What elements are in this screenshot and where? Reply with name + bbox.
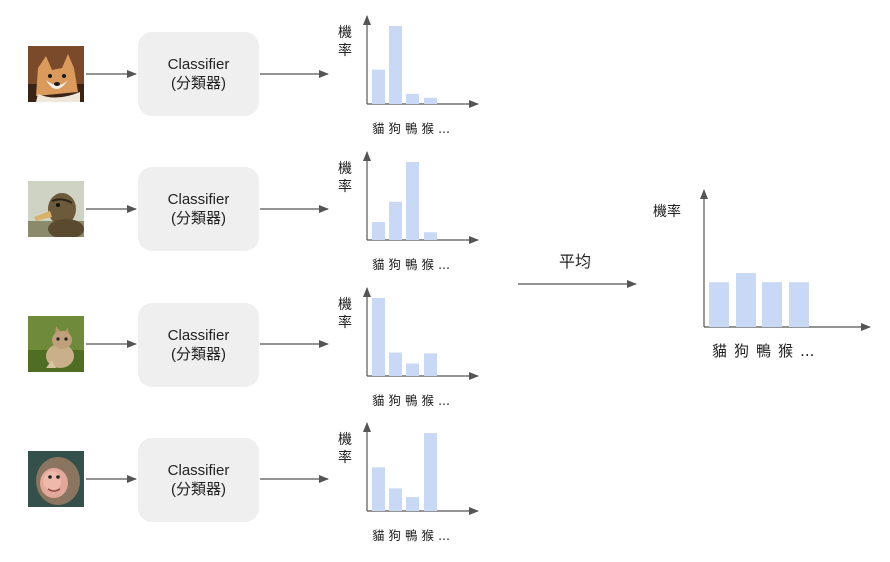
bar-狗 [389, 488, 402, 511]
cat-photo [28, 316, 84, 372]
classifier-title: Classifier [167, 462, 230, 479]
bar-鴨 [406, 363, 419, 376]
classifier-subtitle: (分類器) [171, 75, 226, 92]
chart-y-label: 機率 [338, 25, 352, 59]
classifier-subtitle: (分類器) [171, 346, 226, 363]
bar-狗 [389, 352, 402, 376]
chart-x-tick-labels: 貓狗鴨猴... [372, 525, 450, 544]
x-tick-label: 鴨 [405, 121, 418, 136]
classifier-box: Classifier (分類器) [138, 438, 259, 522]
bar-鴨 [406, 496, 419, 511]
classifier-box: Classifier (分類器) [138, 167, 259, 251]
classifier-title: Classifier [167, 327, 230, 344]
chart-y-label: 機率 [338, 161, 352, 195]
bar-狗 [389, 26, 402, 104]
classifier-subtitle: (分類器) [171, 481, 226, 498]
x-tick-label: 貓 [372, 393, 385, 408]
average-chart-y-label: 機率 [653, 204, 681, 220]
monkey-photo [28, 451, 84, 507]
x-tick-label: 狗 [388, 393, 402, 408]
chart-x-tick-labels: 貓狗鴨猴... [372, 390, 450, 409]
bar-貓 [372, 222, 385, 240]
bar-猴 [424, 433, 437, 511]
x-tick-label: 狗 [734, 342, 750, 360]
corgi-dog-photo [28, 46, 84, 102]
classifier-box: Classifier (分類器) [138, 303, 259, 387]
x-tick-more: ... [438, 393, 450, 408]
classifier-subtitle: (分類器) [171, 210, 226, 227]
bar-鴨 [406, 93, 419, 104]
x-tick-label: 貓 [712, 342, 728, 360]
bar-貓 [372, 69, 385, 104]
x-tick-label: 猴 [421, 528, 435, 543]
x-tick-label: 狗 [388, 257, 402, 272]
x-tick-label: 貓 [372, 121, 385, 136]
classifier-title: Classifier [167, 191, 230, 208]
average-label: 平均 [559, 252, 592, 271]
chart-y-label: 機率 [338, 297, 352, 331]
average-bar-狗 [736, 273, 756, 327]
x-tick-label: 猴 [778, 342, 794, 360]
x-tick-more: ... [438, 528, 450, 543]
x-tick-more: ... [800, 342, 815, 360]
average-bar-鴨 [762, 282, 782, 327]
chart-x-tick-labels: 貓狗鴨猴... [372, 118, 450, 137]
average-bar-猴 [789, 282, 809, 327]
chart-y-label: 機率 [338, 432, 352, 466]
bar-狗 [389, 201, 402, 240]
x-tick-label: 貓 [372, 257, 385, 272]
bar-猴 [424, 97, 437, 104]
average-chart-x-tick-labels: 貓狗鴨猴... [712, 340, 814, 361]
bar-貓 [372, 298, 385, 376]
classifier-box: Classifier (分類器) [138, 32, 259, 116]
duck-photo [28, 181, 84, 237]
x-tick-more: ... [438, 121, 450, 136]
bar-猴 [424, 353, 437, 376]
bar-猴 [424, 232, 437, 240]
x-tick-label: 狗 [388, 121, 402, 136]
x-tick-label: 狗 [388, 528, 402, 543]
x-tick-label: 鴨 [756, 342, 772, 360]
x-tick-label: 猴 [421, 121, 435, 136]
classifier-title: Classifier [167, 56, 230, 73]
x-tick-label: 鴨 [405, 393, 418, 408]
x-tick-label: 鴨 [405, 257, 418, 272]
x-tick-label: 猴 [421, 257, 435, 272]
x-tick-label: 猴 [421, 393, 435, 408]
x-tick-more: ... [438, 257, 450, 272]
bar-鴨 [406, 162, 419, 240]
bar-貓 [372, 467, 385, 511]
chart-x-tick-labels: 貓狗鴨猴... [372, 254, 450, 273]
x-tick-label: 貓 [372, 528, 385, 543]
x-tick-label: 鴨 [405, 528, 418, 543]
average-bar-貓 [709, 282, 729, 327]
